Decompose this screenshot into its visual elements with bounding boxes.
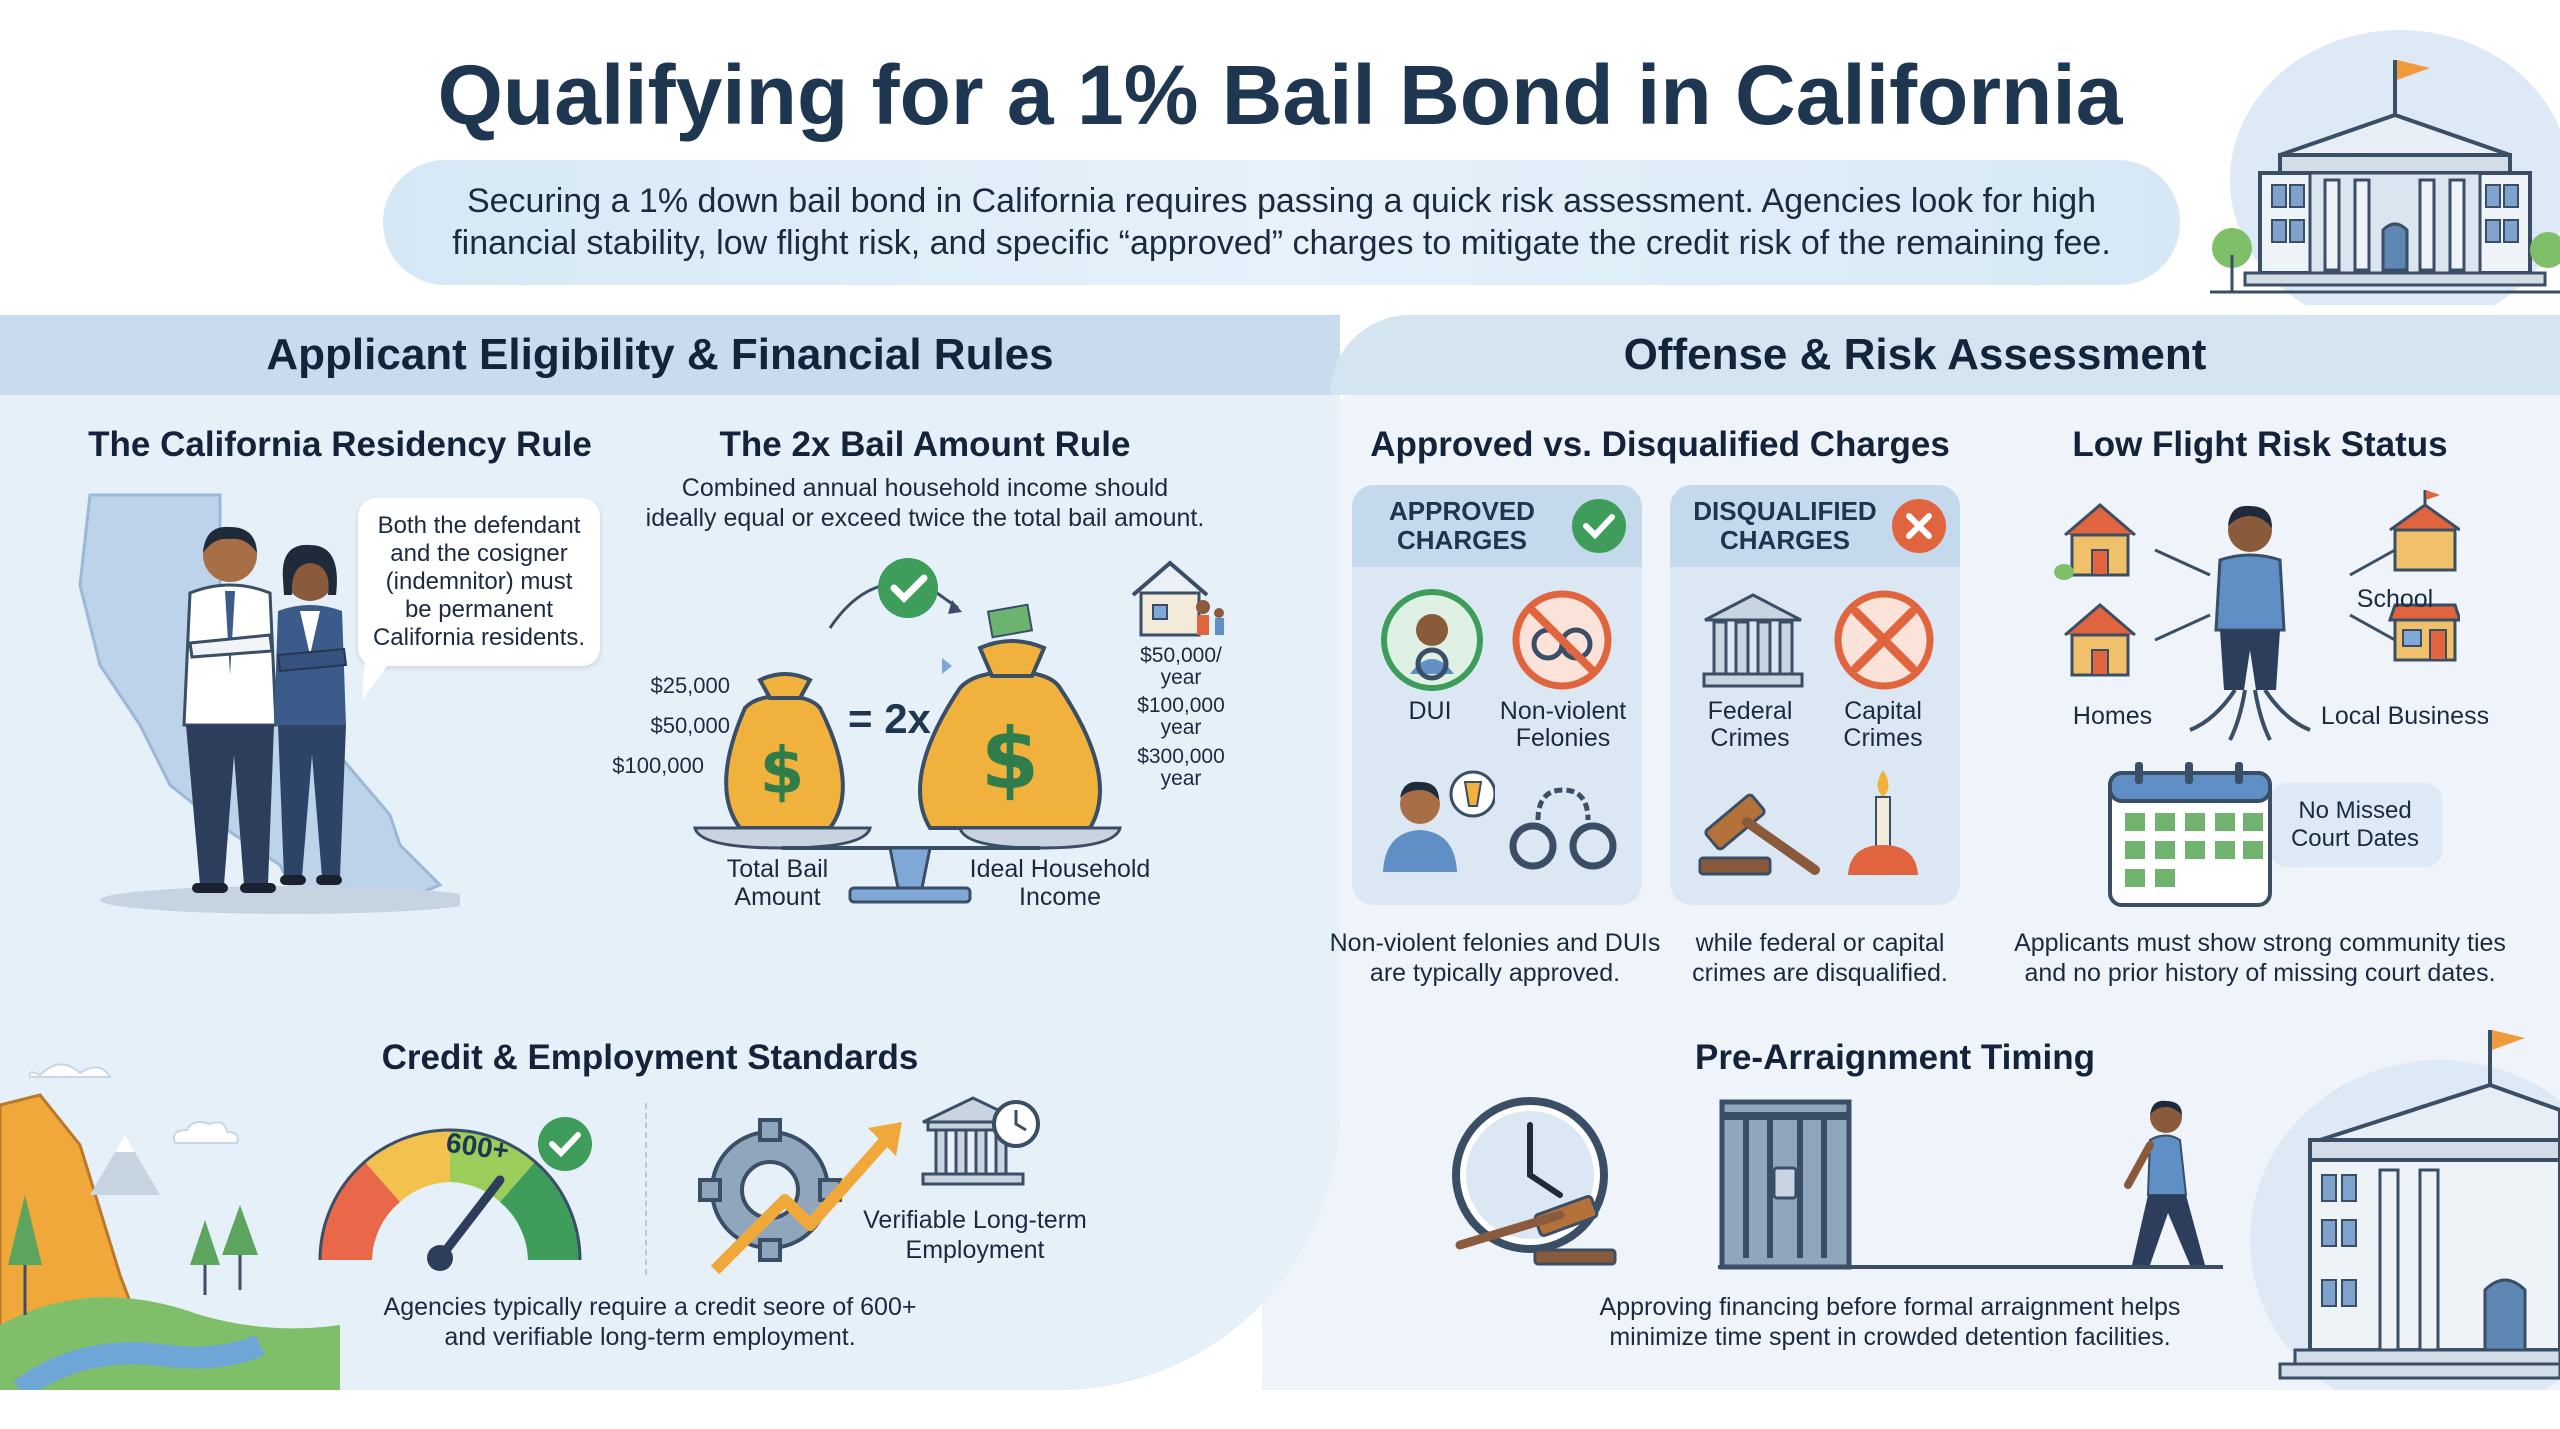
bubble-line-4: be permanent: [404, 596, 554, 623]
disqualified-head-1: DISQUALIFIED: [1693, 496, 1877, 526]
federal-label-1: Federal: [1707, 697, 1793, 725]
capital-crime-icon: [1834, 590, 1934, 690]
disqualified-caption-2: crimes are disqualified.: [1692, 959, 1948, 987]
employment-label-2: Employment: [905, 1236, 1045, 1264]
jail-cell-icon: [1719, 1099, 1852, 1270]
cloud-icon: [172, 1121, 239, 1144]
no-missed-label-2: Court Dates: [2290, 825, 2420, 852]
income-1-unit: year: [1160, 666, 1202, 689]
approved-card-header: APPROVED CHARGES: [1352, 485, 1642, 567]
business-label: Local Business: [2320, 702, 2490, 730]
no-missed-pill: [2270, 783, 2442, 867]
non-violent-label-2: Felonies: [1515, 724, 1611, 752]
residency-title: The California Residency Rule: [88, 425, 592, 464]
courthouse-icon: [2210, 30, 2560, 305]
gavel-icon: [1698, 793, 1820, 876]
income-3: $300,000: [1137, 745, 1225, 768]
bail-amount-1: $25,000: [650, 673, 730, 698]
disqualified-x-icon: [1892, 499, 1946, 553]
bail-rule-desc-2: ideally equal or exceed twice the total …: [645, 504, 1205, 532]
candle-icon: [1848, 770, 1918, 875]
no-missed-label-1: No Missed: [2298, 797, 2412, 824]
bubble-line-5: California residents.: [372, 624, 586, 651]
credit-desc-2: and verifiable long-term employment.: [444, 1323, 856, 1351]
gear-growth-icon: [698, 1118, 902, 1275]
bubble-line-1: Both the defendant: [377, 512, 581, 539]
approved-check-icon: [1572, 499, 1626, 553]
flight-caption-2: and no prior history of missing court da…: [2024, 959, 2496, 987]
clock-gavel-icon: [1452, 1097, 1617, 1266]
intro-line-1: Securing a 1% down bail bond in Californ…: [466, 182, 2097, 220]
bubble-line-2: and the cosigner: [390, 540, 568, 567]
approved-caption-2: are typically approved.: [1369, 959, 1621, 987]
family-home-icon: [1131, 560, 1224, 637]
dui-driver-icon: [1381, 589, 1483, 691]
walking-person-icon: [2124, 1100, 2205, 1265]
multiplier-label: = 2x: [848, 695, 931, 742]
capital-label-2: Crimes: [1843, 724, 1923, 752]
total-bail-label-1: Total Bail: [726, 855, 829, 883]
defendant-and-cosigner-illustration: [182, 526, 348, 893]
federal-building-icon: [1702, 593, 1804, 688]
path-line: [1718, 1265, 2223, 1269]
disqualified-caption-1: while federal or capital: [1695, 929, 1945, 957]
timing-caption-2: minimize time spent in crowded detention…: [1609, 1323, 2171, 1351]
person-drink-icon: [1383, 770, 1495, 872]
household-income-label-1: Ideal Household: [969, 855, 1151, 883]
bail-rule-title: The 2x Bail Amount Rule: [719, 425, 1131, 464]
landscape-illustration: [0, 1063, 340, 1390]
calendar-icon: [2108, 762, 2272, 907]
intro-banner: Securing a 1% down bail bond in Californ…: [383, 160, 2180, 285]
timing-caption-1: Approving financing before formal arraig…: [1599, 1293, 2181, 1321]
bail-rule-desc-1: Combined annual household income should: [681, 474, 1169, 502]
total-bail-label-2: Amount: [734, 883, 821, 911]
federal-label-2: Crimes: [1710, 724, 1790, 752]
school-label: School: [2356, 585, 2434, 613]
bail-amount-3: $100,000: [612, 753, 704, 778]
non-violent-icon: [1512, 590, 1612, 690]
left-section-band: [0, 315, 1340, 395]
courthouse-bottom-icon: [2250, 1030, 2560, 1390]
community-ties-illustration: [2054, 490, 2460, 741]
page-title: Qualifying for a 1% Bail Bond in Califor…: [437, 48, 2123, 142]
balance-scale-illustration: $ $: [693, 558, 1122, 904]
disqualified-head-2: CHARGES: [1719, 525, 1850, 555]
svg-text:$: $: [981, 710, 1039, 808]
charges-title: Approved vs. Disqualified Charges: [1370, 425, 1950, 464]
handcuffs-icon: [1509, 787, 1617, 870]
residency-speech-bubble: Both the defendant and the cosigner (ind…: [358, 498, 600, 666]
left-section-title: Applicant Eligibility & Financial Rules: [266, 330, 1054, 379]
bail-amount-2: $50,000: [650, 713, 730, 738]
capital-label-1: Capital: [1844, 697, 1922, 725]
income-2: $100,000: [1137, 694, 1225, 717]
approved-head-2: CHARGES: [1396, 525, 1527, 555]
gauge-check-icon: [538, 1117, 592, 1171]
approved-head-1: APPROVED: [1389, 496, 1535, 526]
bank-clock-icon: [921, 1096, 1040, 1186]
flight-risk-title: Low Flight Risk Status: [2072, 425, 2448, 464]
svg-text:$: $: [760, 735, 805, 809]
approved-caption-1: Non-violent felonies and DUIs: [1329, 929, 1661, 957]
credit-desc-1: Agencies typically require a credit seor…: [383, 1293, 917, 1321]
credit-gauge-icon: [318, 1128, 582, 1271]
employment-label-1: Verifiable Long-term: [863, 1206, 1087, 1234]
bubble-line-3: (indemnitor) must: [385, 568, 573, 595]
credit-title: Credit & Employment Standards: [381, 1038, 919, 1077]
bubble-tail: [362, 655, 395, 700]
income-3-unit: year: [1160, 767, 1202, 790]
dui-label: DUI: [1408, 697, 1452, 725]
timing-title: Pre-Arraignment Timing: [1695, 1038, 2095, 1077]
income-2-unit: year: [1160, 716, 1202, 739]
intro-line-2: financial stability, low flight risk, an…: [452, 224, 2111, 262]
income-1: $50,000/: [1140, 644, 1222, 667]
non-violent-label-1: Non-violent: [1499, 697, 1627, 725]
right-section-band: [1330, 315, 2560, 395]
right-section-title: Offense & Risk Assessment: [1623, 330, 2207, 379]
household-income-label-2: Income: [1019, 883, 1101, 911]
flight-caption-1: Applicants must show strong community ti…: [2014, 929, 2506, 957]
credit-divider: [645, 1103, 647, 1275]
homes-label: Homes: [2072, 702, 2153, 730]
